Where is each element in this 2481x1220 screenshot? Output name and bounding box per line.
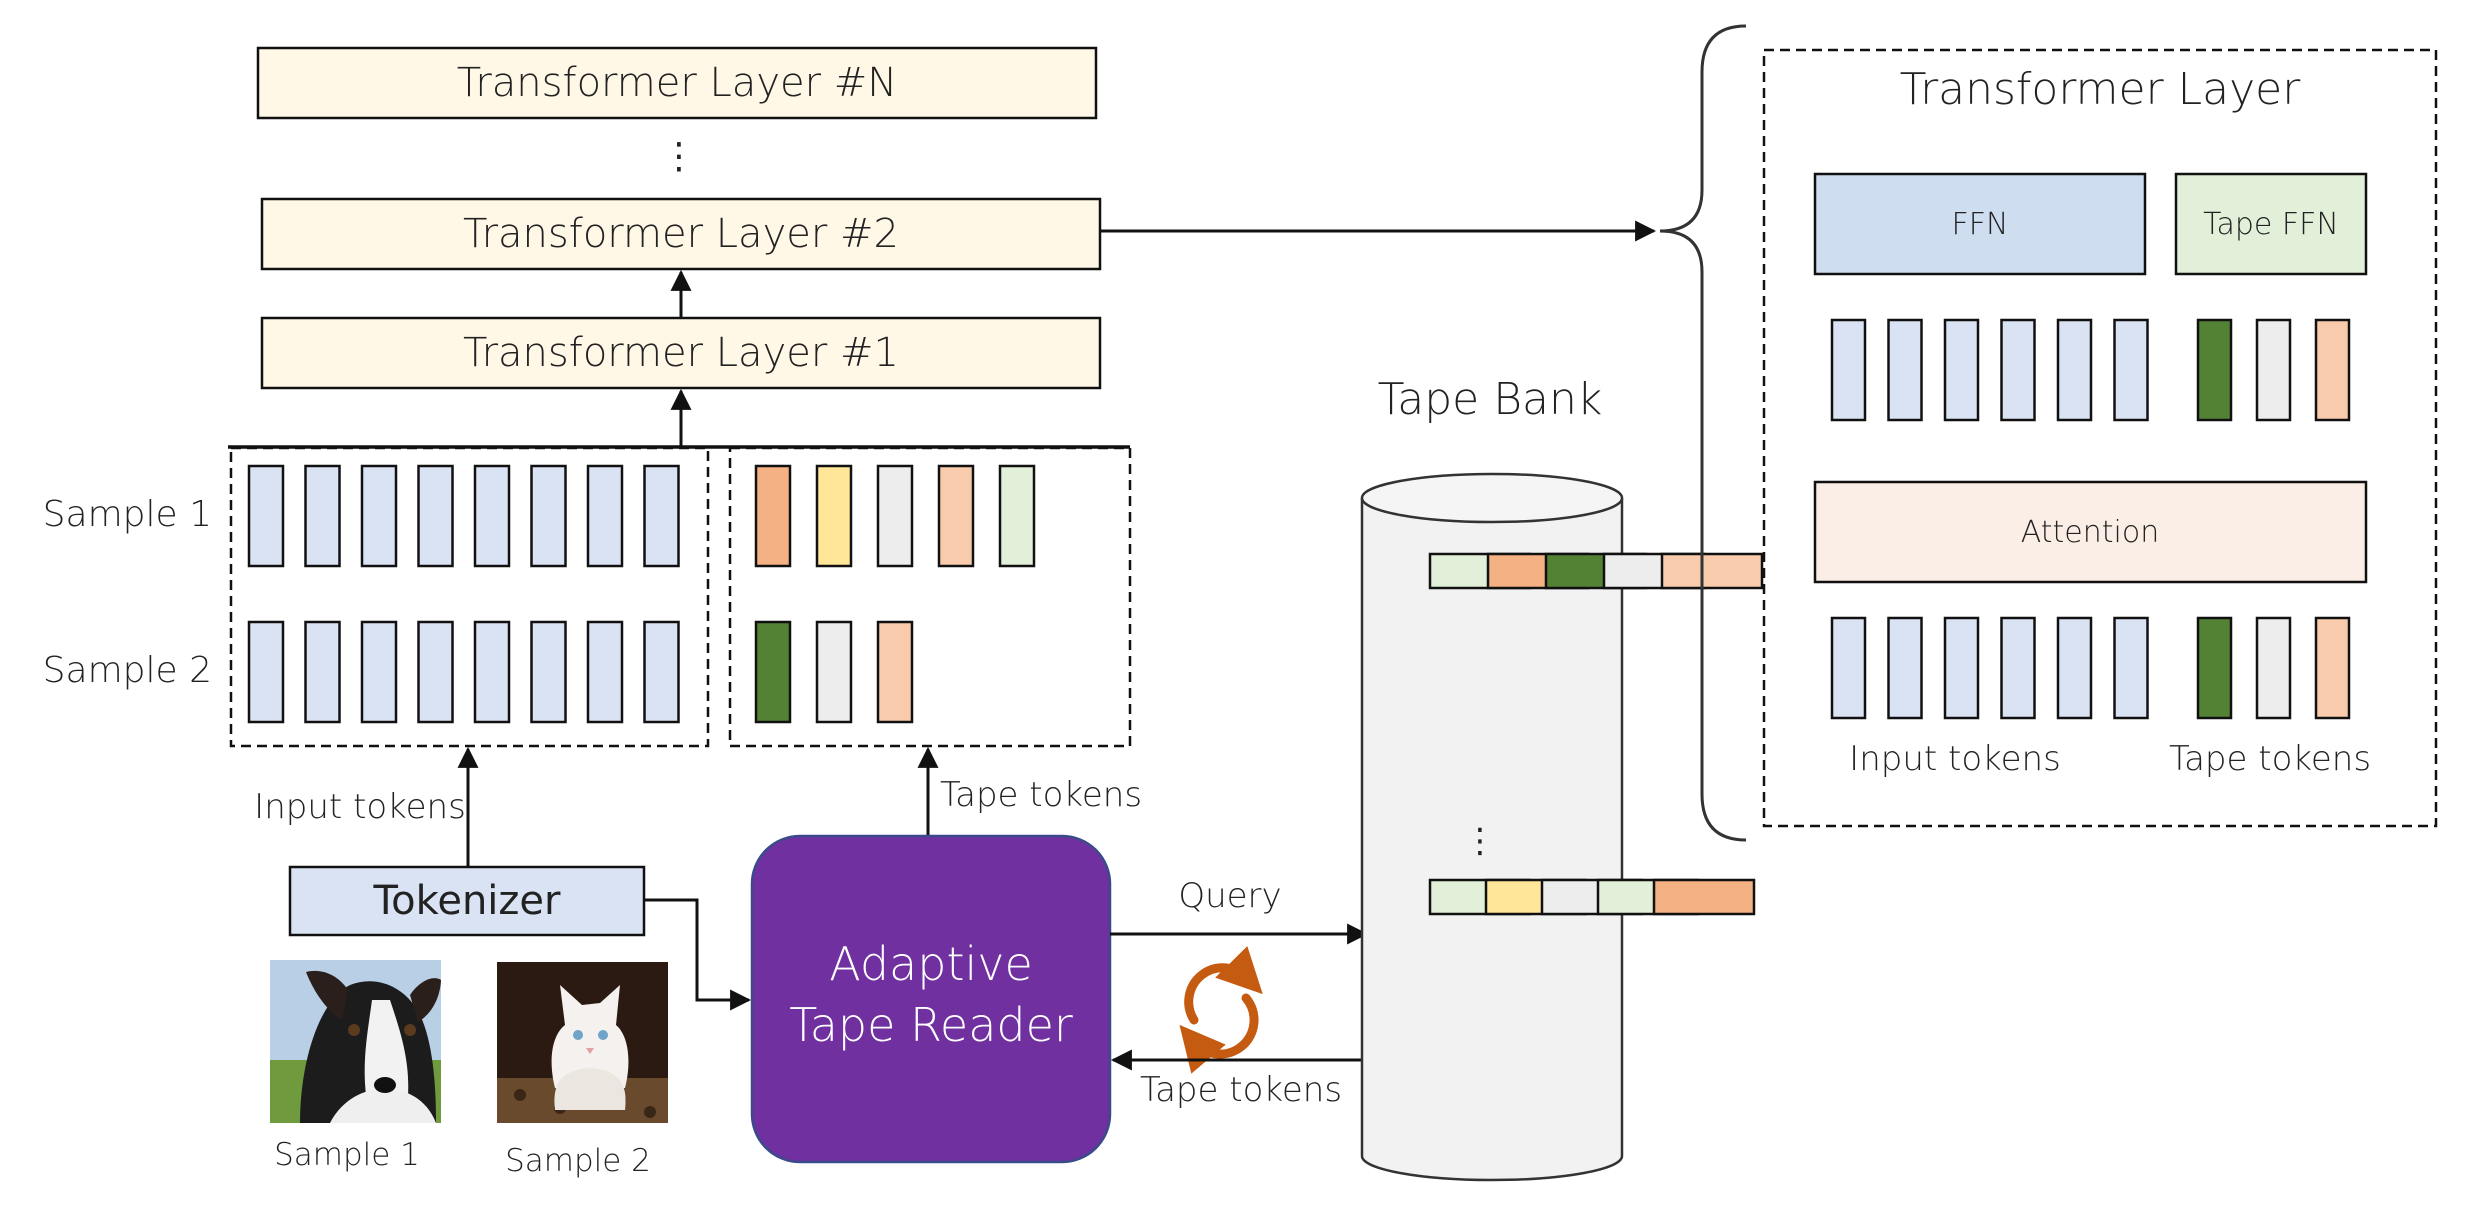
cat-image (497, 962, 668, 1123)
tape-ffn-label: Tape FFN (2203, 207, 2339, 242)
input-token (417, 464, 454, 568)
detail-input-token (2056, 616, 2093, 720)
detail-input-token (2113, 318, 2149, 422)
tape-token-box (728, 446, 1132, 748)
layer-1-label: Transformer Layer #1 (463, 330, 899, 376)
stack-ellipsis: ⋮ (661, 136, 697, 177)
layer-2-box (260, 197, 1102, 271)
detail-input-token (2113, 616, 2149, 720)
query-label: Query (1178, 876, 1281, 916)
detail-input-token (1887, 616, 1923, 720)
input-token (530, 620, 567, 724)
tape-bank-tokens-bottom (1428, 878, 1756, 916)
detail-upper-input-tokens (1830, 318, 2149, 422)
refresh-icon (1179, 946, 1263, 1074)
tape-token (754, 620, 792, 724)
row2-label: Sample 2 (43, 650, 212, 691)
input-token-row-1 (247, 464, 680, 568)
detail-tape-token (2255, 616, 2292, 720)
input-token (247, 620, 285, 724)
input-token (530, 464, 567, 568)
input-token (586, 620, 624, 724)
tape-bank-tokens-top (1428, 552, 1764, 590)
input-token (473, 464, 511, 568)
detail-tape-token (2314, 616, 2351, 720)
input-token (247, 464, 285, 568)
input-token (360, 464, 398, 568)
input-token (643, 620, 680, 724)
tape-bank-cylinder (1360, 472, 1624, 1182)
detail-input-token (2000, 616, 2036, 720)
detail-input-token (1943, 616, 1980, 720)
tape-token-row-2 (754, 620, 914, 724)
input-token (360, 620, 398, 724)
layer-1-box (260, 316, 1102, 390)
layer-n-label: Transformer Layer #N (457, 60, 897, 106)
layer-2-label: Transformer Layer #2 (463, 211, 899, 257)
input-token (643, 464, 680, 568)
image2-caption: Sample 2 (505, 1143, 651, 1179)
detail-tape-tokens-label: Tape tokens (2169, 739, 2371, 779)
input-token (304, 620, 341, 724)
input-token (304, 464, 341, 568)
tape-token (815, 620, 853, 724)
row1-label: Sample 1 (43, 494, 212, 535)
dog-image (270, 960, 441, 1123)
input-token-row-2 (247, 620, 680, 724)
tokenizer-label: Tokenizer (373, 878, 562, 924)
tape-token (937, 464, 975, 568)
attention-label: Attention (2021, 515, 2159, 550)
tape-token-row-1 (754, 464, 1036, 568)
detail-tape-token (2196, 318, 2233, 422)
detail-panel (1762, 48, 2438, 828)
tape-token (876, 620, 914, 724)
detail-input-token (2056, 318, 2093, 422)
tape-tokens-return-label: Tape tokens (1140, 1070, 1342, 1110)
detail-tape-token (2196, 616, 2233, 720)
tape-token (754, 464, 792, 568)
detail-lower-input-tokens (1830, 616, 2149, 720)
detail-input-token (1830, 616, 1867, 720)
arrow-tokenizer-to-reader (644, 898, 752, 1011)
detail-input-token (1887, 318, 1923, 422)
detail-input-token (1830, 318, 1867, 422)
detail-brace (1659, 24, 1747, 842)
input-tokens-label: Input tokens (254, 787, 466, 827)
image1-caption: Sample 1 (274, 1137, 420, 1173)
layer-n-box (256, 46, 1098, 120)
ffn-box (1813, 172, 2147, 276)
attention-box (1813, 480, 2368, 584)
tape-reader-box (750, 834, 1112, 1164)
input-token (473, 620, 511, 724)
detail-tape-token (2255, 318, 2292, 422)
tape-token (876, 464, 914, 568)
bank-token (1652, 878, 1756, 916)
tape-bank-ellipsis: ⋮ (1463, 821, 1497, 861)
detail-lower-tape-tokens (2196, 616, 2351, 720)
detail-input-tokens-label: Input tokens (1849, 739, 2061, 779)
tape-reader-line1: Adaptive (829, 937, 1033, 991)
tape-bank-title: Tape Bank (1378, 374, 1603, 425)
detail-input-token (2000, 318, 2036, 422)
input-token-box (229, 446, 710, 748)
detail-input-token (1943, 318, 1980, 422)
tape-token (998, 464, 1036, 568)
detail-tape-token (2314, 318, 2351, 422)
tokenizer-box (288, 865, 646, 937)
tape-reader-line2: Tape Reader (789, 998, 1073, 1052)
detail-upper-tape-tokens (2196, 318, 2351, 422)
tape-ffn-box (2174, 172, 2368, 276)
tape-tokens-label: Tape tokens (940, 775, 1142, 815)
ffn-label: FFN (1952, 207, 2009, 242)
bank-token (1660, 552, 1764, 590)
tape-token (815, 464, 853, 568)
detail-title: Transformer Layer (1900, 64, 2302, 115)
input-token (417, 620, 454, 724)
input-token (586, 464, 624, 568)
